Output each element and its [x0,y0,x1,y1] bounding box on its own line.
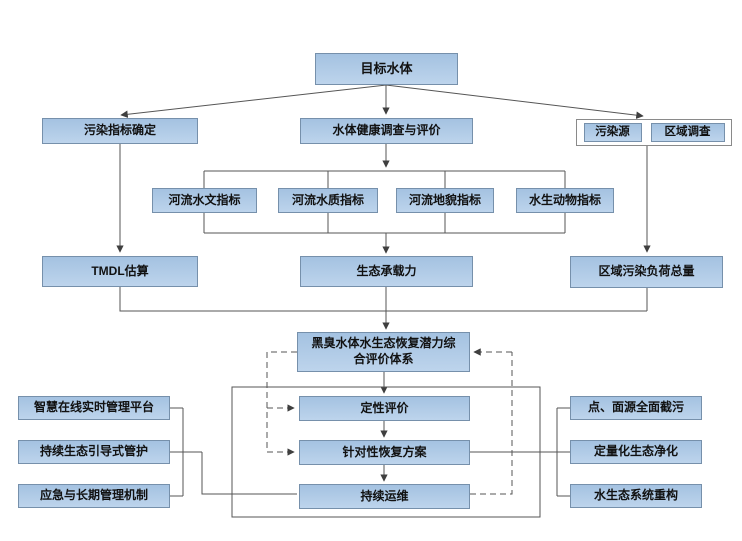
indicator-stubs-top [203,171,566,188]
row4-merge-bus [119,287,648,312]
node-regional-load: 区域污染负荷总量 [570,256,723,288]
node-smart-platform: 智慧在线实时管理平台 [18,396,170,420]
feedback-left-trunk [266,351,297,452]
node-label: 水体健康调查与评价 [332,123,441,138]
node-label: TMDL估算 [91,263,149,278]
node-emergency-management: 应急与长期管理机制 [18,484,170,508]
node-label: 河流水文指标 [168,192,241,207]
dashed-edges [266,348,513,495]
node-eco-guided-care: 持续生态引导式管护 [18,440,170,464]
node-source-interception: 点、面源全面截污 [570,396,702,420]
node-targeted-restoration-plan: 针对性恢复方案 [299,440,470,465]
node-eco-capacity: 生态承载力 [300,256,473,287]
node-label: 黑臭水体水生态恢复潜力综合评价体系 [311,336,456,366]
node-label: 智慧在线实时管理平台 [33,400,154,415]
node-aquatic-fauna-indicator: 水生动物指标 [516,188,614,213]
node-label: 目标水体 [360,60,413,76]
right-column-wiring [470,407,570,497]
node-label: 水生态系统重构 [593,488,678,503]
edge-target-to-pollution-indicator [120,84,387,118]
node-label: 河流地貌指标 [408,192,481,207]
node-source-survey-group: 污染源 区域调查 [576,119,732,146]
node-label: 区域调查 [664,126,711,139]
node-continuous-operations: 持续运维 [299,484,470,509]
node-tmdl-estimate: TMDL估算 [42,256,198,287]
node-label: 污染指标确定 [83,123,156,138]
node-label: 针对性恢复方案 [342,444,427,459]
node-label: 持续运维 [360,488,409,503]
node-hydrology-indicator: 河流水文指标 [152,188,257,213]
node-health-survey: 水体健康调查与评价 [300,118,473,144]
node-water-quality-indicator: 河流水质指标 [278,188,378,213]
node-label: 持续生态引导式管护 [39,444,148,459]
node-label: 河流水质指标 [291,192,364,207]
indicator-stubs-bottom [203,213,566,233]
node-ecosystem-reconstruction: 水生态系统重构 [570,484,702,508]
node-label: 生态承载力 [356,263,417,278]
node-assessment-system: 黑臭水体水生态恢复潜力综合评价体系 [297,332,470,372]
left-column-wiring [170,407,297,497]
edge-target-to-source-group [385,84,644,119]
node-pollution-source: 污染源 [583,123,642,142]
node-target-water-body: 目标水体 [315,53,458,85]
node-label: 点、面源全面截污 [587,400,684,415]
node-eco-purification: 定量化生态净化 [570,440,702,464]
node-pollution-indicator: 污染指标确定 [42,118,198,144]
node-qualitative-evaluation: 定性评价 [299,396,470,421]
node-label: 定量化生态净化 [593,444,678,459]
node-label: 定性评价 [360,400,409,415]
feedback-right-trunk [470,352,513,495]
node-label: 水生动物指标 [528,192,601,207]
node-label: 污染源 [595,126,630,139]
node-label: 应急与长期管理机制 [39,488,148,503]
node-label: 区域污染负荷总量 [598,264,695,279]
node-regional-survey: 区域调查 [650,123,725,142]
node-geomorphology-indicator: 河流地貌指标 [396,188,494,213]
